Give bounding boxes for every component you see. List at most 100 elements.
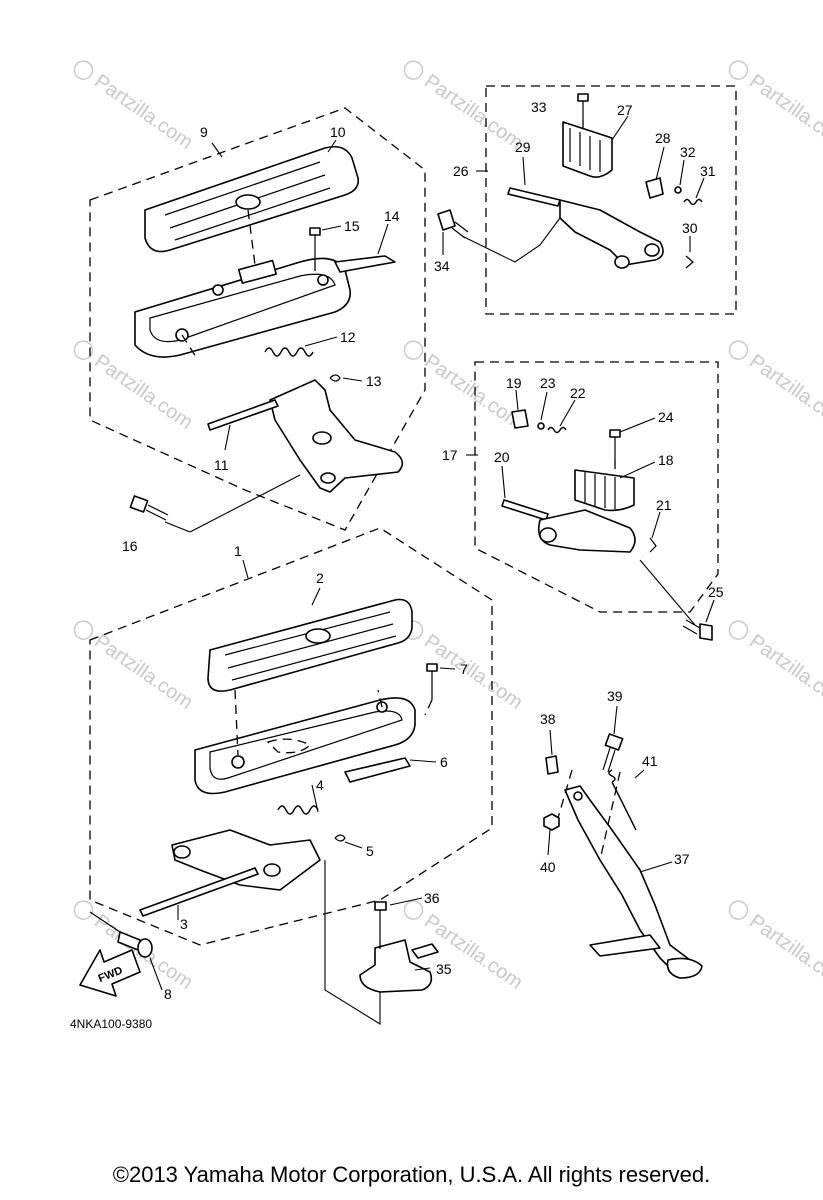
callout-28: 28 xyxy=(655,130,671,146)
callout-38: 38 xyxy=(540,711,556,727)
clip-21 xyxy=(649,537,657,553)
watermark: Partzilla.com xyxy=(73,60,197,154)
cap-19 xyxy=(511,409,529,429)
cap-28 xyxy=(645,177,664,199)
callout-18: 18 xyxy=(658,452,674,468)
copyright-notice: ©2013 Yamaha Motor Corporation, U.S.A. A… xyxy=(112,1162,711,1187)
bracket-35 xyxy=(359,939,439,993)
leader-lines xyxy=(149,115,715,991)
watermark-copyright-icon xyxy=(73,620,94,640)
callout-8: 8 xyxy=(164,986,172,1002)
footpeg-arm xyxy=(559,199,664,269)
watermark-copyright-icon xyxy=(73,900,94,920)
watermark-copyright-icon xyxy=(403,60,424,80)
clip-30 xyxy=(685,255,694,269)
watermark-copyright-icon xyxy=(728,620,749,640)
callout-27: 27 xyxy=(617,102,633,118)
callout-24: 24 xyxy=(658,409,674,425)
watermark-text: Partzilla.com xyxy=(90,350,196,434)
watermark-text: Partzilla.com xyxy=(745,350,823,434)
bolt-39 xyxy=(602,733,624,773)
floorboard-top-10 xyxy=(144,145,360,253)
group-outline-1 xyxy=(89,527,493,946)
callout-40: 40 xyxy=(540,859,556,875)
watermark-text: Partzilla.com xyxy=(420,70,526,154)
watermark-copyright-icon xyxy=(73,60,94,80)
group-outline-17 xyxy=(474,361,719,613)
callout-11: 11 xyxy=(214,457,229,473)
leader-group-35 xyxy=(324,860,381,1025)
callout-41: 41 xyxy=(642,753,658,769)
watermark-copyright-icon xyxy=(728,60,749,80)
watermark: Partzilla.com xyxy=(728,340,823,434)
watermark: Partzilla.com xyxy=(73,620,197,714)
pin-29 xyxy=(507,187,561,207)
bolt-16 xyxy=(129,474,301,533)
callout-21: 21 xyxy=(656,497,672,513)
ball-23 xyxy=(537,422,545,430)
watermark-text: Partzilla.com xyxy=(420,350,526,434)
callout-29: 29 xyxy=(515,139,531,155)
spring-41 xyxy=(608,769,637,831)
watermark-text: Partzilla.com xyxy=(745,630,823,714)
screw-33 xyxy=(577,93,589,120)
watermark-text: Partzilla.com xyxy=(745,70,823,154)
callout-36: 36 xyxy=(424,890,440,906)
watermark-text: Partzilla.com xyxy=(90,630,196,714)
callout-26: 26 xyxy=(453,163,469,179)
callout-22: 22 xyxy=(570,385,586,401)
watermark: Partzilla.com xyxy=(728,900,823,994)
callout-3: 3 xyxy=(180,916,188,932)
bolt-34 xyxy=(437,209,561,263)
callout-1: 1 xyxy=(234,543,242,559)
watermark-text: Partzilla.com xyxy=(420,630,526,714)
watermark-copyright-icon xyxy=(403,340,424,360)
callout-39: 39 xyxy=(607,688,623,704)
watermark-copyright-icon xyxy=(728,340,749,360)
watermark-copyright-icon xyxy=(403,900,424,920)
callout-19: 19 xyxy=(506,375,522,391)
callout-32: 32 xyxy=(680,144,696,160)
screw-24 xyxy=(609,429,621,460)
callout-17: 17 xyxy=(442,447,458,463)
screw-15 xyxy=(309,227,321,262)
callout-layer: 9 10 15 14 12 13 11 16 1 2 7 6 4 5 3 8 3… xyxy=(122,99,724,1002)
callout-12: 12 xyxy=(340,329,356,345)
callout-30: 30 xyxy=(682,220,698,236)
floorboard-frame-6 xyxy=(194,697,416,795)
screw-36 xyxy=(374,901,387,940)
callout-15: 15 xyxy=(344,218,360,234)
spring-4 xyxy=(277,805,319,815)
callout-20: 20 xyxy=(494,449,510,465)
watermark-text: Partzilla.com xyxy=(90,70,196,154)
pin-3 xyxy=(139,867,259,917)
clip-5 xyxy=(334,834,346,842)
collar-38 xyxy=(545,755,559,775)
callout-2: 2 xyxy=(316,570,324,586)
group-outline-9 xyxy=(89,107,426,531)
pin-20 xyxy=(501,499,549,521)
spring-12 xyxy=(264,347,314,357)
callout-33: 33 xyxy=(531,99,547,115)
bolt-25 xyxy=(682,619,713,641)
sidestand-37 xyxy=(564,785,703,979)
spring-31 xyxy=(683,198,703,206)
diagram-code: 4NKA100-9380 xyxy=(70,1017,152,1031)
clip-13 xyxy=(329,374,341,382)
callout-6: 6 xyxy=(440,754,448,770)
callout-5: 5 xyxy=(366,843,374,859)
screw-7 xyxy=(426,663,438,700)
callout-34: 34 xyxy=(434,258,450,274)
floorboard-frame-14 xyxy=(134,255,396,358)
callout-4: 4 xyxy=(316,777,324,793)
callout-25: 25 xyxy=(708,584,724,600)
footpeg-rubber-27 xyxy=(562,121,613,178)
callout-23: 23 xyxy=(540,375,556,391)
ball-32 xyxy=(674,186,682,194)
group-outline-26 xyxy=(485,85,737,315)
watermark: Partzilla.com xyxy=(728,60,823,154)
bolt-8 xyxy=(89,911,153,958)
floorboard-bracket-lower xyxy=(171,829,321,891)
watermark-copyright-icon xyxy=(73,340,94,360)
